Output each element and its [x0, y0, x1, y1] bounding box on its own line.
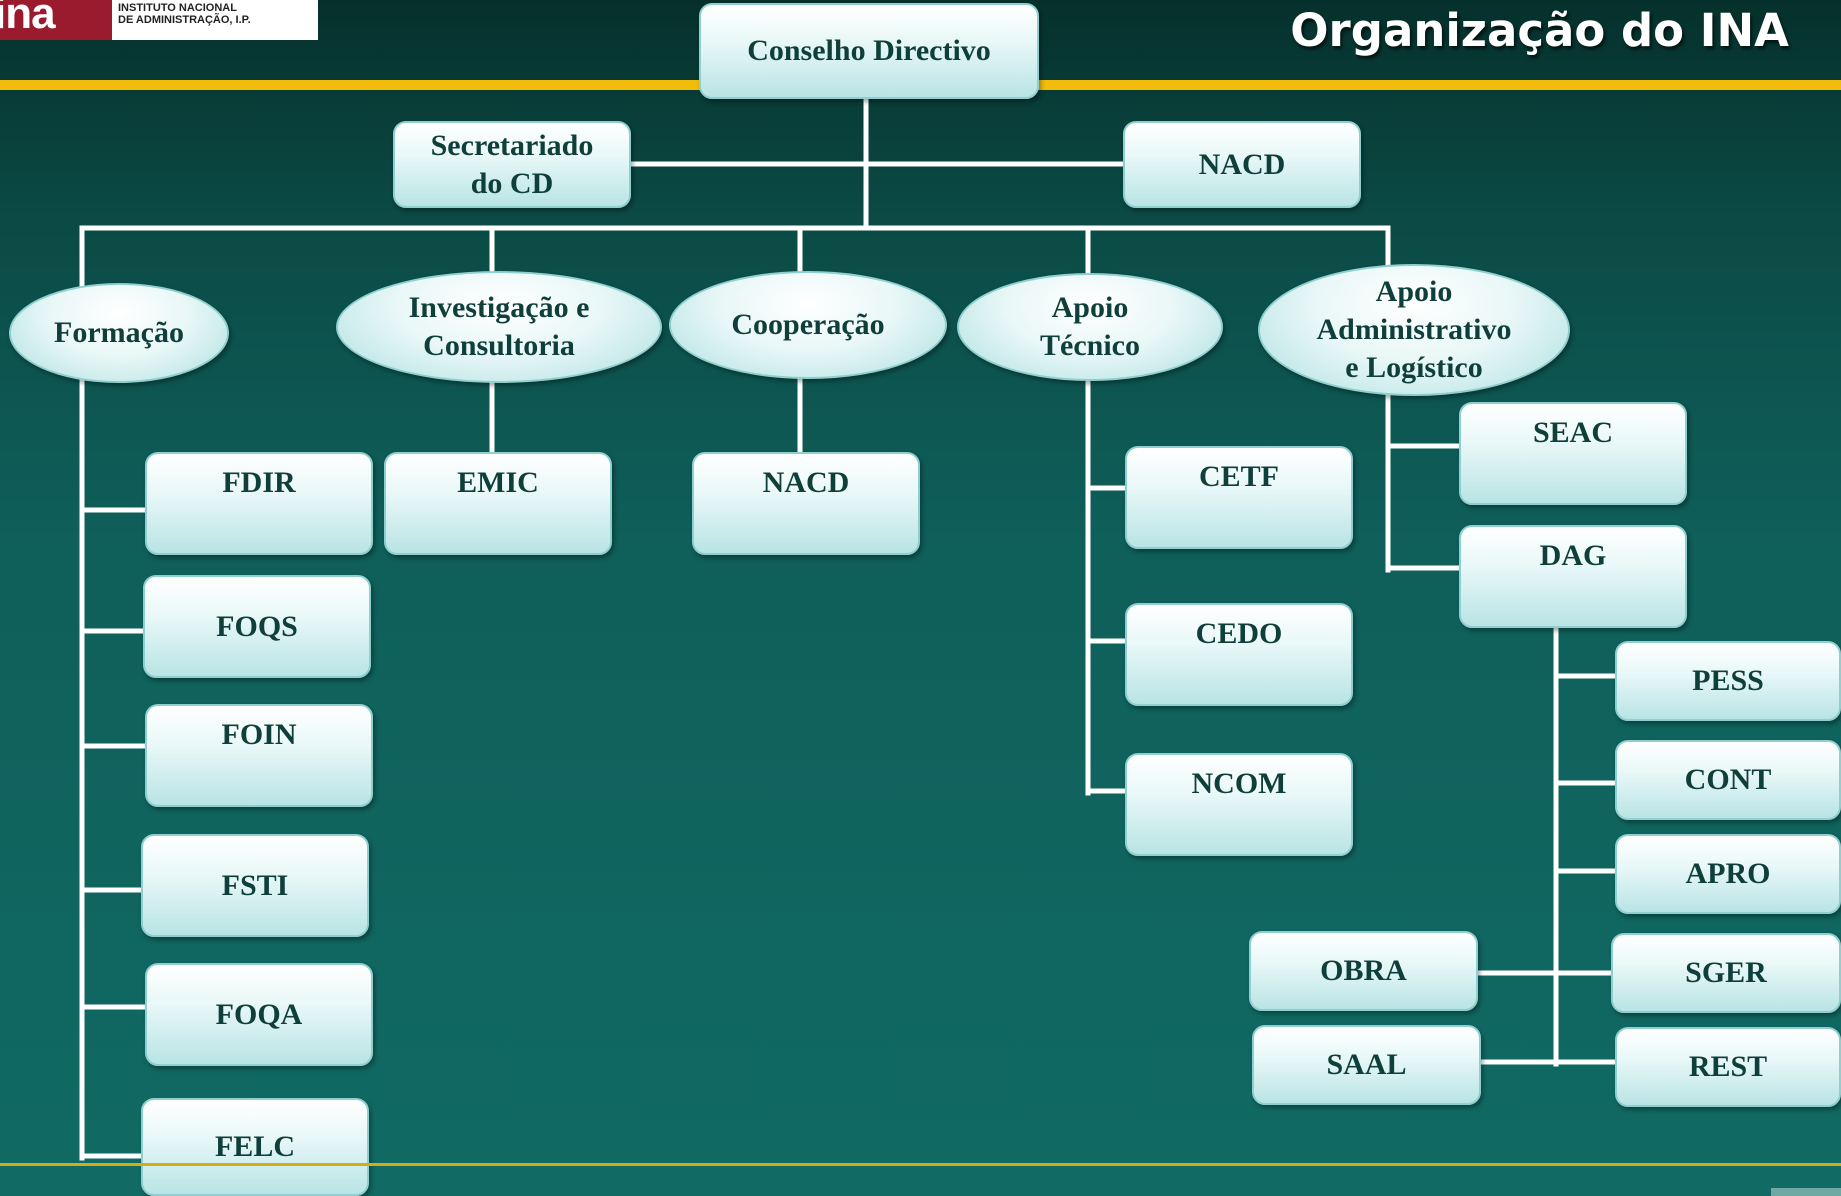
node-label: FOQA — [215, 997, 303, 1031]
node-emic: EMIC — [384, 452, 612, 555]
node-apro: APRO — [1615, 834, 1841, 914]
node-apoio-tecnico: Apoio Técnico — [957, 273, 1223, 381]
node-label: FELC — [214, 1130, 295, 1163]
logo-mark: ina — [0, 0, 112, 40]
node-obra: OBRA — [1249, 931, 1478, 1011]
node-fsti: FSTI — [141, 834, 369, 937]
logo-text: INSTITUTO NACIONAL DE ADMINISTRAÇÃO, I.P… — [112, 0, 318, 40]
node-label: REST — [1688, 1050, 1768, 1083]
logo-line-1: INSTITUTO NACIONAL — [118, 2, 237, 14]
node-label: FOIN — [221, 718, 297, 751]
node-ncom: NCOM — [1125, 753, 1353, 856]
node-label: OBRA — [1320, 954, 1407, 987]
node-label: Formação — [54, 316, 184, 349]
node-apoio-administrativo: Apoio Administrativo e Logístico — [1258, 264, 1570, 396]
node-label: NCOM — [1191, 767, 1287, 800]
node-sger: SGER — [1611, 933, 1841, 1013]
node-label: NACD — [1198, 147, 1286, 181]
node-seac: SEAC — [1459, 402, 1687, 505]
node-label: PESS — [1692, 664, 1764, 697]
node-label: Investigação e Consultoria — [408, 291, 590, 362]
node-foin: FOIN — [145, 704, 373, 807]
node-label: EMIC — [457, 466, 539, 499]
node-foqa: FOQA — [145, 963, 373, 1066]
node-label: FSTI — [221, 868, 289, 902]
node-label: Apoio Técnico — [1040, 291, 1140, 362]
node-label: SEAC — [1532, 416, 1614, 449]
slide-title: Organização do INA — [1290, 4, 1789, 57]
ina-logo: ina INSTITUTO NACIONAL DE ADMINISTRAÇÃO,… — [0, 0, 318, 40]
node-label: SAAL — [1326, 1048, 1407, 1081]
node-label: CEDO — [1195, 617, 1283, 650]
node-cedo: CEDO — [1125, 603, 1353, 706]
footer-accent-line — [0, 1163, 1841, 1166]
node-secretariado-cd: Secretariado do CD — [393, 121, 631, 208]
node-cetf: CETF — [1125, 446, 1353, 549]
node-cooperacao: Cooperação — [669, 271, 947, 379]
node-label: Secretariado do CD — [430, 128, 594, 200]
node-label: DAG — [1539, 539, 1607, 572]
node-label: CETF — [1198, 460, 1279, 493]
node-label: Conselho Directivo — [747, 34, 991, 67]
node-label: FOQS — [216, 609, 298, 643]
node-dag: DAG — [1459, 525, 1687, 628]
node-label: Cooperação — [731, 308, 885, 341]
node-investigacao-consultoria: Investigação e Consultoria — [336, 271, 662, 383]
node-label: CONT — [1684, 763, 1772, 796]
slide-corner-mark — [1771, 1188, 1841, 1196]
node-label: Apoio Administrativo e Logístico — [1316, 275, 1512, 384]
node-label: FDIR — [222, 466, 296, 499]
node-label: APRO — [1685, 857, 1771, 890]
node-label: SGER — [1685, 956, 1767, 989]
node-conselho-directivo: Conselho Directivo — [699, 3, 1039, 99]
node-felc: FELC — [141, 1098, 369, 1196]
node-rest: REST — [1615, 1027, 1841, 1107]
node-formacao: Formação — [9, 283, 229, 383]
node-nacd-staff: NACD — [1123, 121, 1361, 208]
node-saal: SAAL — [1252, 1025, 1481, 1105]
node-fdir: FDIR — [145, 452, 373, 555]
node-pess: PESS — [1615, 641, 1841, 721]
node-label: NACD — [762, 466, 850, 499]
logo-line-2: DE ADMINISTRAÇÃO, I.P. — [118, 14, 251, 26]
node-nacd-cooperacao: NACD — [692, 452, 920, 555]
node-foqs: FOQS — [143, 575, 371, 678]
node-cont: CONT — [1615, 740, 1841, 820]
